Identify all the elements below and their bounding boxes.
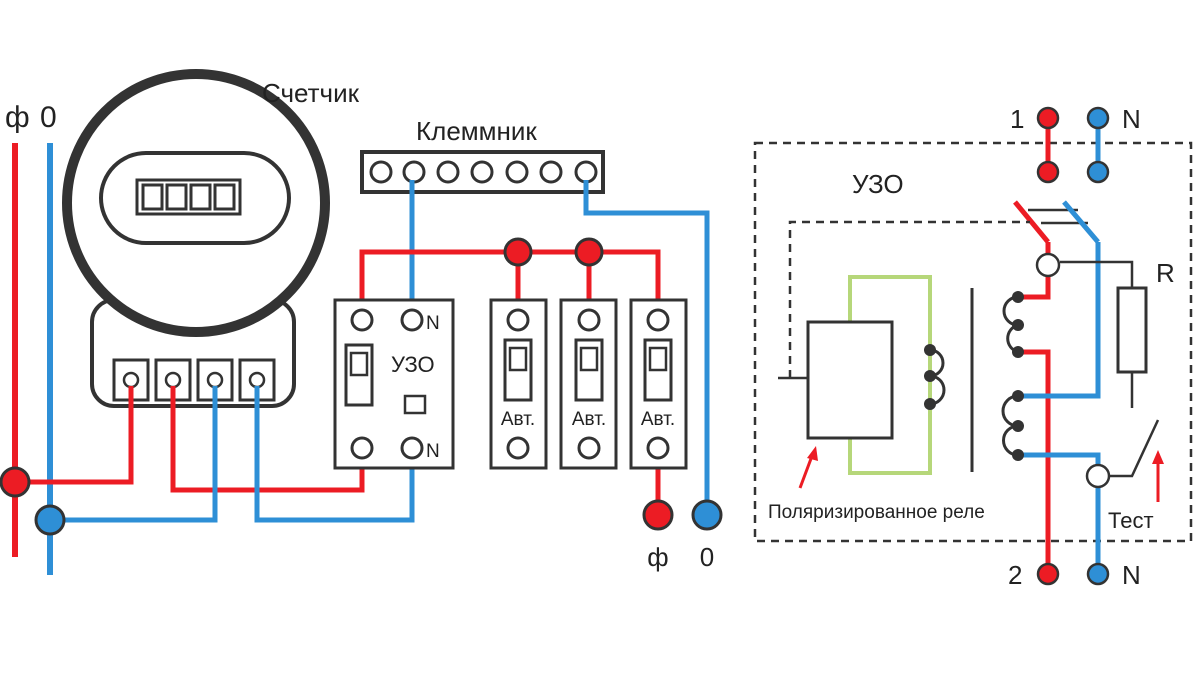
- test-label: Тест: [1108, 508, 1154, 533]
- circuit-breaker-3: [629, 298, 688, 470]
- test-circuit: [1060, 260, 1160, 478]
- phase-junction: [0, 466, 31, 498]
- breaker-2-label: Авт.: [572, 409, 606, 430]
- rcd-bottom-n-label: N: [426, 441, 440, 462]
- schematic-neutral-out: [1086, 562, 1110, 586]
- circuit-breaker-1: [489, 298, 548, 470]
- circuit-breaker-2: [559, 298, 618, 470]
- neutral-conductor: [1018, 242, 1101, 567]
- meter-label: Счетчик: [262, 78, 360, 108]
- neutral-in-label: 0: [40, 101, 57, 134]
- main-contacts: [1013, 200, 1100, 244]
- terminal-block-label: Клеммник: [416, 116, 537, 146]
- electricity-meter: [62, 69, 330, 408]
- test-contact-bottom: [1085, 463, 1111, 489]
- terminal-bottom-n-label: N: [1122, 560, 1141, 590]
- schematic-phase-out: [1036, 562, 1060, 586]
- neutral-junction: [34, 504, 66, 536]
- breaker-1-label: Авт.: [501, 409, 535, 430]
- terminal-top-n-label: N: [1122, 104, 1141, 134]
- neutral-out-terminal: [691, 499, 723, 531]
- transformer-windings: [970, 288, 1024, 472]
- terminal-1-label: 1: [1010, 104, 1024, 134]
- bus-junction-2: [574, 237, 604, 267]
- neutral-out-label: 0: [700, 542, 714, 572]
- bus-junction-1: [503, 237, 533, 267]
- rcd-device: [333, 298, 455, 470]
- rcd-device-label: УЗО: [391, 352, 435, 377]
- rcd-schematic-frame: [753, 141, 1193, 543]
- phase-conductor: [1018, 242, 1051, 567]
- phase-out-label: ф: [647, 542, 668, 572]
- resistor-label: R: [1156, 258, 1175, 288]
- test-contact-top: [1035, 252, 1061, 278]
- relay-label: Поляризированное реле: [768, 502, 985, 523]
- rcd-top-n-label: N: [426, 313, 440, 334]
- test-arrow-icon: [1152, 450, 1164, 502]
- meter-wiring: [15, 386, 415, 523]
- terminal-block: [360, 150, 605, 194]
- schematic-title: УЗО: [852, 169, 904, 199]
- breaker-3-label: Авт.: [641, 409, 675, 430]
- relay-mechanical-link: [788, 220, 1030, 378]
- terminal-2-label: 2: [1008, 560, 1022, 590]
- polarized-relay: [778, 275, 946, 475]
- resistor: [1116, 286, 1148, 374]
- phase-out-terminal: [642, 499, 674, 531]
- schematic-top-terminals: [1036, 106, 1110, 184]
- meter-digits-icon: [135, 178, 242, 216]
- relay-arrow-icon: [798, 446, 818, 489]
- phase-in-label: ф: [5, 101, 30, 134]
